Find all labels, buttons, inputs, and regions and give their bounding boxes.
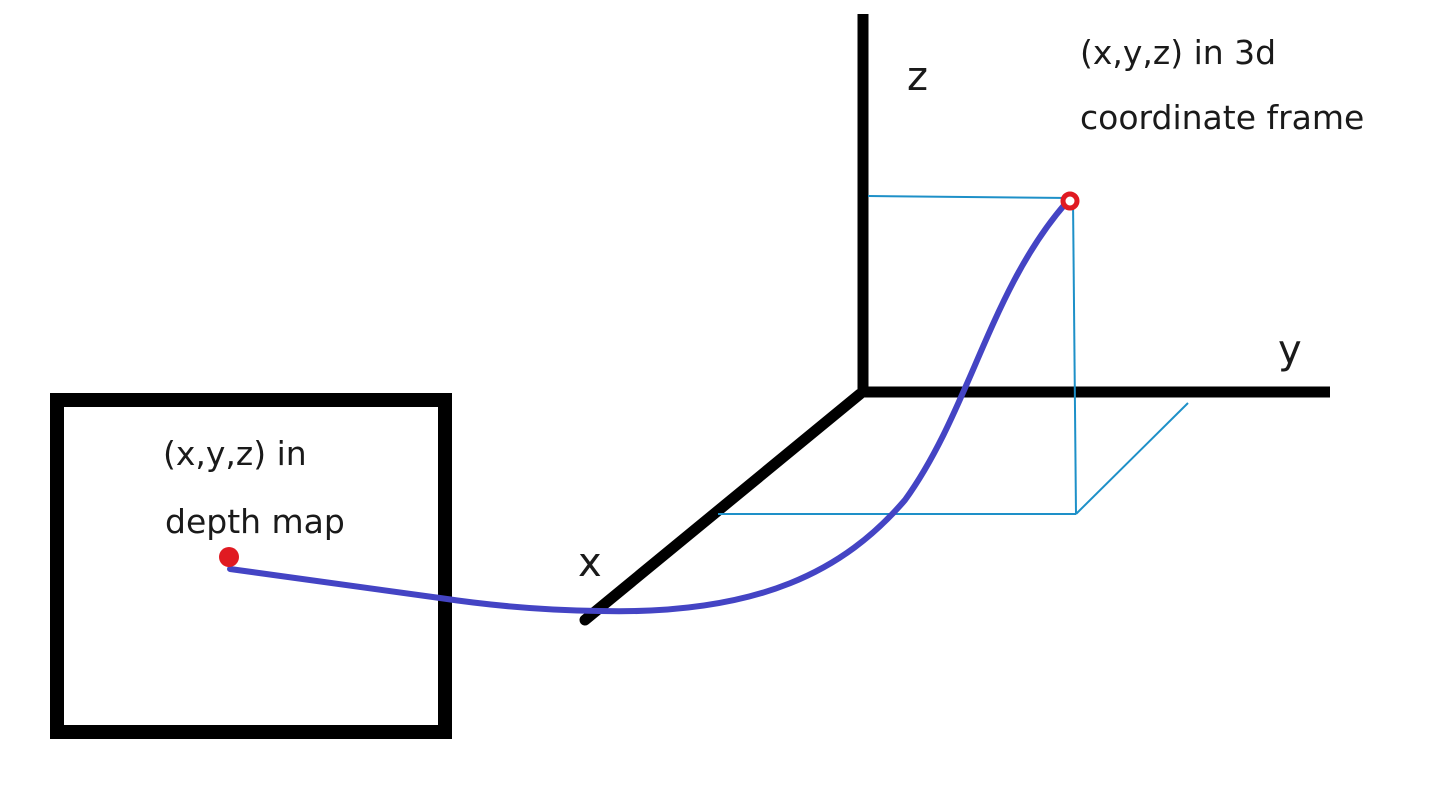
depth-map-point [219, 547, 239, 567]
point-3d-label-line1: (x,y,z) in 3d [1080, 33, 1277, 72]
depth-map-frame [50, 393, 452, 739]
axis-y-label: y [1278, 327, 1302, 373]
point-3d [1060, 191, 1080, 211]
mapping-curve [227, 200, 1069, 615]
x-axis [579, 388, 866, 626]
projection-lines [718, 195, 1189, 515]
point-3d-label-line2: coordinate frame [1080, 98, 1365, 137]
depth-map-label-line2: depth map [165, 502, 345, 541]
axis-z-label: z [907, 54, 928, 100]
depth-map-label-line1: (x,y,z) in [163, 434, 307, 473]
axis-x-label: x [578, 540, 602, 586]
